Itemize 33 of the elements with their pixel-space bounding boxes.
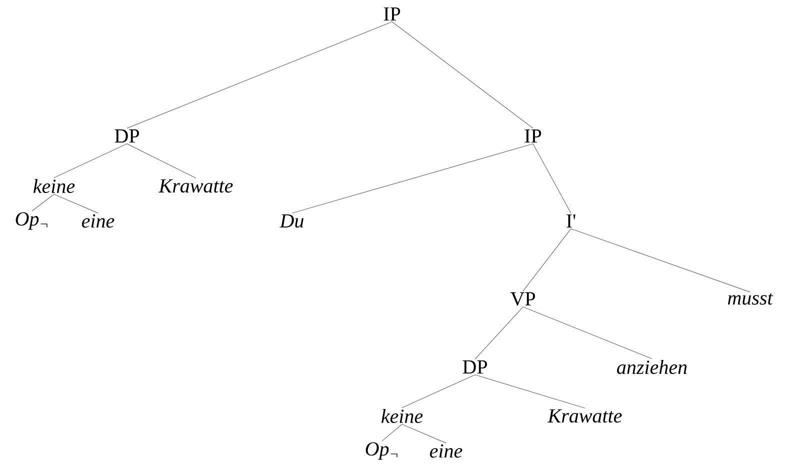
tree-branch: [126, 143, 196, 178]
tree-branch: [292, 143, 534, 214]
tree-branch: [522, 228, 572, 292]
tree-branch: [392, 21, 534, 129]
tree-label: IP: [384, 7, 400, 21]
tree-branch: [54, 143, 128, 178]
tree-label: eine: [430, 444, 462, 458]
tree-label: anziehen: [617, 360, 687, 374]
tree-branch: [126, 21, 392, 129]
tree-label: IP: [524, 129, 542, 143]
tree-label: keine: [34, 178, 75, 194]
tree-branch: [402, 424, 446, 444]
tree-branch: [522, 306, 652, 360]
tree-branch: [382, 424, 402, 442]
tree-branch: [474, 306, 524, 360]
tree-branch: [54, 194, 98, 214]
tree-label: musst: [728, 293, 774, 305]
tree-label: DP: [114, 129, 139, 143]
tree-label: DP: [462, 360, 487, 374]
tree-label: Op$_{¬}$: [16, 212, 48, 230]
tree-label: keine: [382, 408, 423, 424]
tree-label: Krawatte: [158, 179, 233, 193]
tree-label: VP: [510, 292, 535, 306]
tree-label: Krawatte: [548, 409, 622, 423]
tree-branch: [402, 374, 476, 408]
tree-label: Du: [280, 214, 304, 228]
tree-branch: [532, 143, 572, 214]
tree-label: I': [566, 214, 576, 228]
tree-label: Op$_{¬}$: [366, 442, 398, 460]
tree-branch: [570, 228, 750, 292]
tree-branch: [474, 374, 586, 408]
tree-branch: [32, 194, 54, 212]
tree-label: eine: [82, 214, 114, 228]
